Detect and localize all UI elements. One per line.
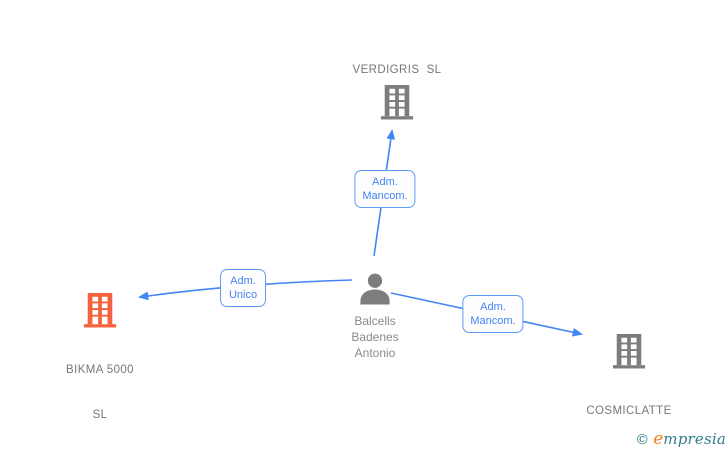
edge-label-line: Adm. <box>372 176 398 188</box>
person-name: Balcells Badenes Antonio <box>351 313 398 361</box>
company-name-line: COSMICLATTE <box>586 405 672 417</box>
edge-label-line: Adm. <box>230 275 256 287</box>
building-icon <box>612 334 646 369</box>
person-name-line: Balcells <box>354 314 396 328</box>
node-person-balcells[interactable]: Balcells Badenes Antonio <box>315 273 435 361</box>
empresia-logo-initial: e <box>653 429 664 449</box>
person-name-line: Antonio <box>354 346 396 360</box>
person-name-line: Badenes <box>351 330 399 344</box>
building-icon <box>83 293 117 328</box>
edge-label-line: Unico <box>228 289 258 301</box>
edge-label-line: Mancom. <box>470 315 516 327</box>
building-icon <box>380 85 414 120</box>
edge-label-line: Adm. <box>480 301 506 313</box>
node-bikma-5000[interactable]: BIKMA 5000 SL <box>40 292 160 450</box>
edge-label-line: Mancom. <box>362 190 408 202</box>
empresia-watermark: ©empresia <box>635 429 726 449</box>
node-verdigris[interactable]: VERDIGRIS SL <box>337 63 457 120</box>
edge-label-adm-mancom-verdigris[interactable]: Adm. Mancom. <box>354 170 416 208</box>
edge-label-adm-mancom-cosmiclatte[interactable]: Adm. Mancom. <box>462 295 524 333</box>
copyright-icon: © <box>635 432 650 448</box>
company-name-bikma: BIKMA 5000 SL <box>66 333 134 450</box>
company-name-verdigris: VERDIGRIS SL <box>352 64 442 76</box>
company-name-line: BIKMA 5000 <box>66 364 134 376</box>
company-name-line: SL <box>92 409 108 421</box>
person-icon <box>360 273 390 305</box>
company-name-cosmiclatte: COSMICLATTE SL <box>586 374 671 450</box>
edge-label-adm-unico-bikma[interactable]: Adm. Unico <box>220 269 266 307</box>
node-cosmiclatte[interactable]: COSMICLATTE SL <box>569 333 689 450</box>
empresia-logo-text: mpresia <box>663 430 726 448</box>
